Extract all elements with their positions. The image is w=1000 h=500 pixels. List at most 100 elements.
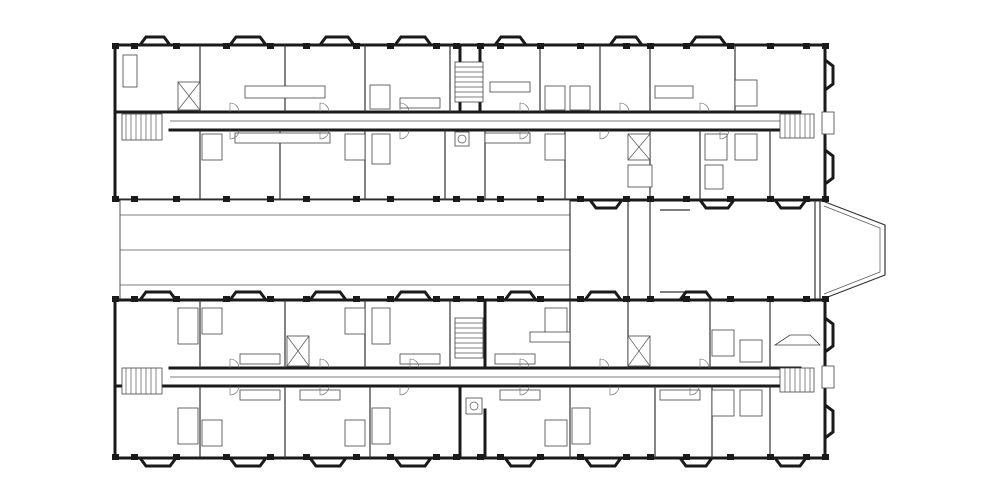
door-swing (699, 358, 710, 369)
wall-pier (822, 296, 829, 302)
south-west-stair (121, 367, 163, 395)
wall-pier (223, 43, 230, 49)
wall-pier (387, 196, 394, 202)
north-bay-windows-east (824, 58, 835, 186)
wall-pier (537, 454, 544, 460)
south-east-stair (773, 334, 835, 393)
wall-pier (433, 43, 440, 49)
wall-pier (767, 43, 774, 49)
wall-pier (683, 454, 690, 460)
wall-pier (683, 196, 690, 202)
wall-pier (537, 296, 544, 302)
north-east-stair (779, 111, 835, 139)
wall-pier (577, 43, 584, 49)
wall-pier (577, 454, 584, 460)
wall-pier (223, 454, 230, 460)
door-swing (609, 385, 620, 396)
door-swing (399, 385, 410, 396)
door-swing (699, 102, 710, 113)
wall-pier (303, 196, 310, 202)
wall-pier (173, 296, 180, 302)
wall-pier (131, 196, 138, 202)
wall-pier (767, 454, 774, 460)
wall-pier (497, 296, 504, 302)
wall-pier (727, 43, 734, 49)
south-bay-windows-east (824, 316, 835, 440)
door-swing (229, 385, 240, 396)
chapel-apse (819, 199, 886, 301)
wall-pier (173, 196, 180, 202)
wall-pier (577, 296, 584, 302)
wall-pier (647, 196, 654, 202)
wall-pier (803, 296, 810, 302)
wall-pier (303, 43, 310, 49)
wall-pier (353, 43, 360, 49)
wall-pier (623, 454, 630, 460)
wall-pier (303, 296, 310, 302)
wall-pier (767, 196, 774, 202)
wall-pier (112, 296, 119, 302)
wall-pier (537, 43, 544, 49)
door-swing (229, 102, 240, 113)
wall-pier (353, 454, 360, 460)
wall-pier (537, 196, 544, 202)
wall-pier (647, 454, 654, 460)
wall-pier (623, 43, 630, 49)
wall-pier (803, 43, 810, 49)
door-swing (399, 129, 410, 140)
north-service-shaft (454, 131, 470, 147)
wall-pier (453, 296, 460, 302)
north-bay-windows-top (138, 35, 728, 46)
south-bay-windows-bottom (138, 457, 808, 468)
wall-pier (497, 454, 504, 460)
door-swing (409, 358, 420, 369)
door-swing (719, 129, 730, 140)
door-swing (229, 129, 240, 140)
wall-pier (727, 196, 734, 202)
door-swing (319, 385, 330, 396)
wall-pier (387, 43, 394, 49)
wall-pier (727, 296, 734, 302)
north-closets (234, 81, 694, 188)
wall-pier (173, 43, 180, 49)
wall-pier (647, 296, 654, 302)
wall-pier (112, 196, 119, 202)
wall-pier (267, 196, 274, 202)
door-swing (519, 129, 530, 140)
wall-pier (727, 454, 734, 460)
wall-pier (822, 43, 829, 49)
wall-pier (353, 296, 360, 302)
door-swing (619, 102, 630, 113)
wall-piers (112, 43, 829, 460)
door-swing (319, 102, 330, 113)
wall-pier (173, 454, 180, 460)
wall-pier (433, 296, 440, 302)
wall-pier (822, 454, 829, 460)
wall-pier (387, 454, 394, 460)
south-upper-partitions (199, 298, 771, 370)
wall-pier (131, 454, 138, 460)
door-swing (399, 102, 410, 113)
wall-pier (223, 196, 230, 202)
door-swing (229, 358, 240, 369)
wall-pier (387, 296, 394, 302)
south-lower-partitions (199, 384, 771, 460)
door-swing (599, 129, 610, 140)
door-swing (319, 129, 330, 140)
north-bathrooms (122, 54, 758, 190)
wall-pier (767, 296, 774, 302)
door-swing (689, 385, 700, 396)
wall-pier (477, 454, 484, 460)
door-swing (519, 358, 530, 369)
door-swings (229, 102, 730, 396)
wall-pier (267, 296, 274, 302)
south-service-shaft (465, 397, 483, 415)
north-wing (113, 35, 835, 210)
wall-pier (822, 196, 829, 202)
wall-pier (577, 196, 584, 202)
wall-pier (477, 296, 484, 302)
wall-pier (497, 43, 504, 49)
wall-pier (497, 196, 504, 202)
